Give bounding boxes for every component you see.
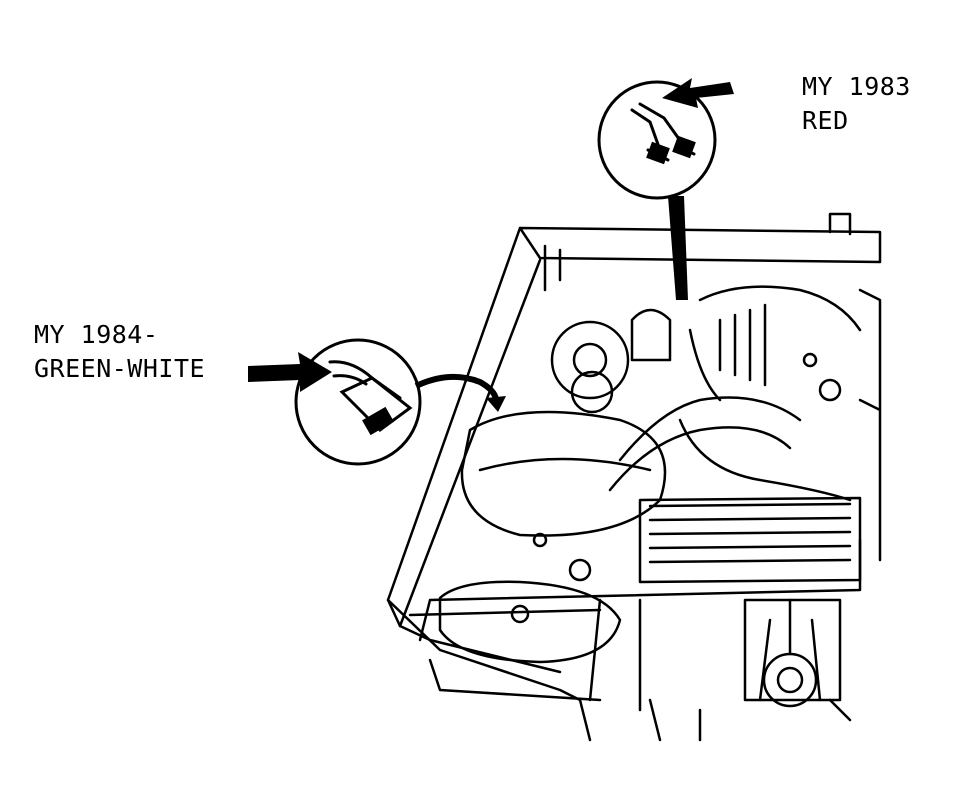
connector-icon	[630, 102, 696, 165]
fan-pulley	[762, 652, 818, 708]
upper-hose	[618, 396, 802, 462]
filler-cap	[630, 308, 672, 362]
label-my1984: MY 1984- GREEN-WHITE	[34, 318, 205, 386]
air-cleaner	[460, 410, 667, 537]
hood-outline	[518, 226, 882, 264]
label-my1983-color: RED	[802, 106, 849, 135]
label-my1984-color: GREEN-WHITE	[34, 354, 206, 383]
label-my1983: MY 1983 RED	[802, 70, 911, 138]
arrow-icon	[662, 78, 734, 108]
valve-cover	[638, 496, 862, 584]
connector-icon	[328, 360, 413, 436]
label-my1983-model-year: MY 1983	[802, 72, 911, 101]
callout-my1984	[248, 338, 506, 466]
headlamp-opening	[438, 580, 622, 664]
callout-my1983	[597, 78, 734, 300]
arrow-icon	[248, 352, 332, 392]
leader-line-1984	[414, 373, 500, 405]
label-my1984-model-year: MY 1984-	[34, 320, 159, 349]
alternator	[550, 320, 630, 400]
leader-line-1983	[668, 196, 688, 300]
